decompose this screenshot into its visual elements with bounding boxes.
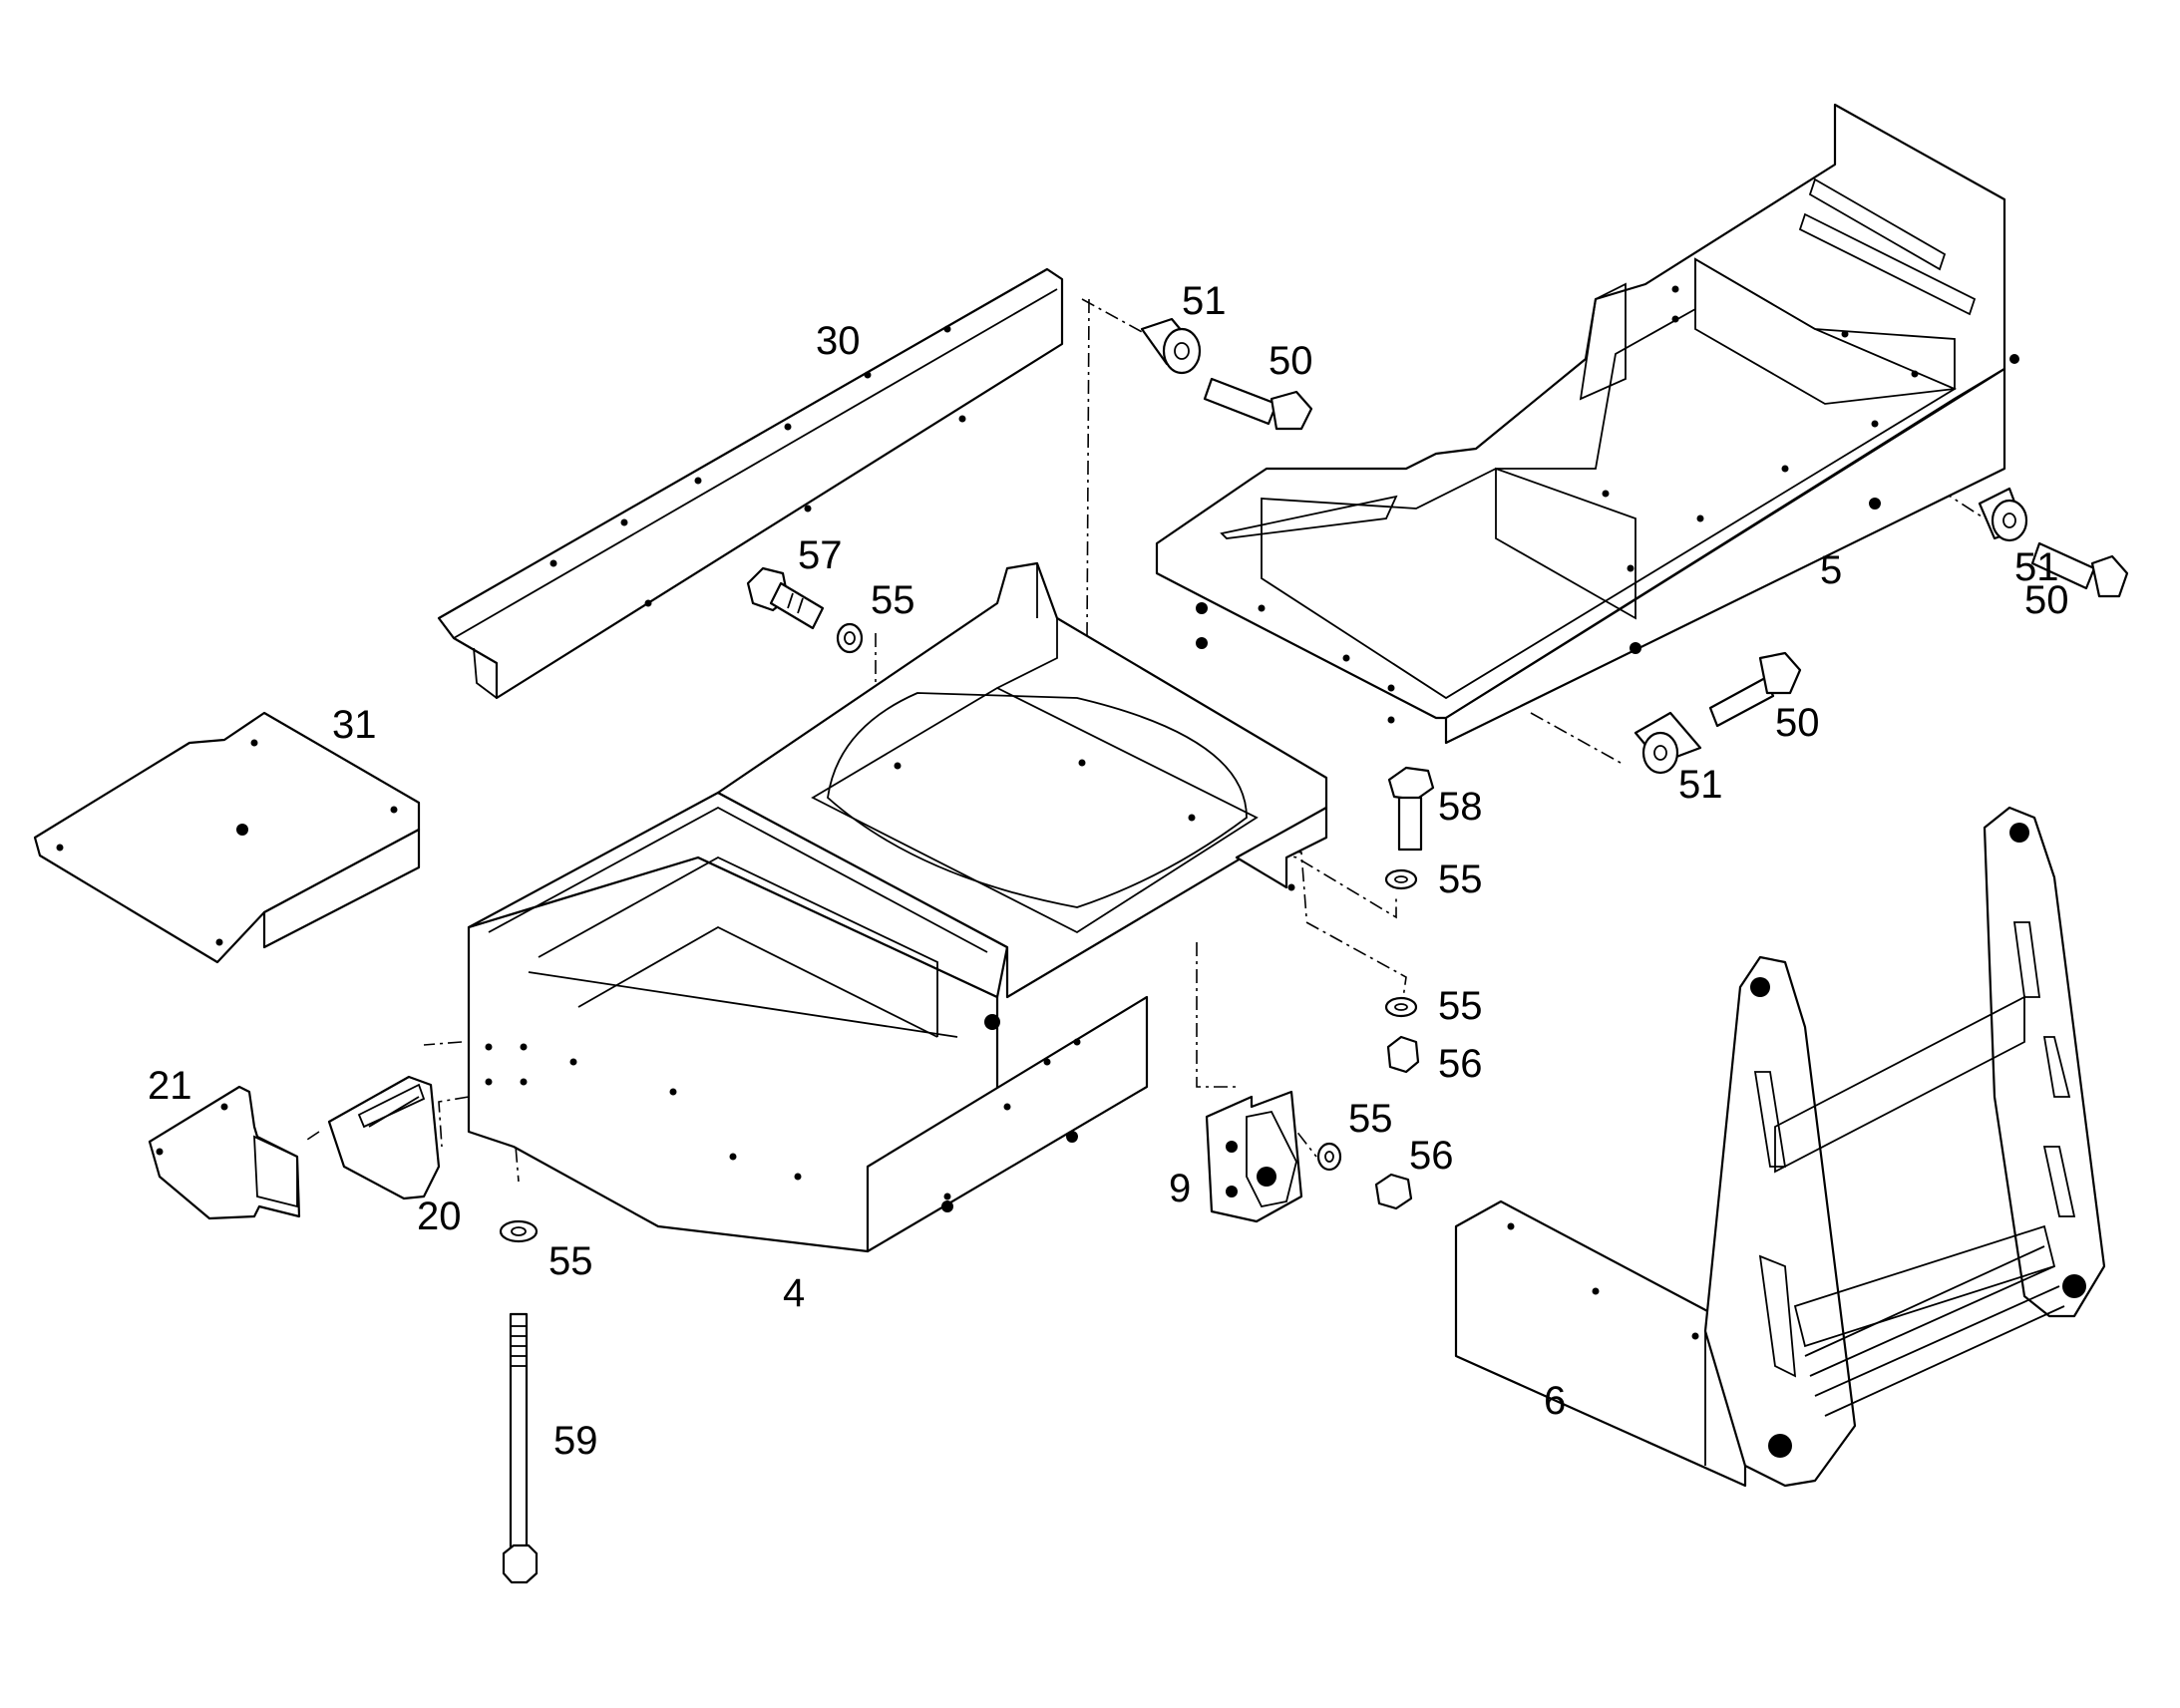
- callout-55-c: 55: [1438, 984, 1483, 1028]
- part-55-washer-b: [1384, 868, 1418, 890]
- callout-55-d: 55: [1348, 1097, 1393, 1141]
- callout-55-a: 55: [871, 578, 915, 622]
- callout-labels: 30 31 21 20 4 57 55 51 50 5 51 50 50 51 …: [148, 279, 2069, 1463]
- callout-30: 30: [816, 319, 861, 363]
- part-56-nut-b: [1374, 1173, 1413, 1210]
- callout-51-a: 51: [1182, 279, 1227, 323]
- part-58-bolt: [1387, 766, 1435, 852]
- part-51-bushing-b: [1978, 487, 2028, 542]
- part-56-nut-a: [1386, 1035, 1420, 1074]
- callout-9: 9: [1169, 1167, 1191, 1210]
- part-55-washer-a: [836, 622, 864, 654]
- part-50-bolt-c: [1708, 651, 1802, 728]
- part-57-bolt: [746, 566, 825, 630]
- callout-56-a: 56: [1438, 1042, 1483, 1086]
- callout-56-b: 56: [1409, 1134, 1454, 1178]
- callout-55-e: 55: [548, 1239, 593, 1283]
- part-51-bushing-a: [1140, 317, 1202, 375]
- part-55-washer-d: [1316, 1142, 1342, 1172]
- callout-5: 5: [1820, 548, 1842, 592]
- part-4-main-frame: [467, 561, 1328, 1253]
- callout-57: 57: [798, 533, 843, 577]
- callout-50-a: 50: [1269, 339, 1313, 383]
- callout-55-b: 55: [1438, 857, 1483, 901]
- part-50-bolt-b: [2030, 541, 2129, 598]
- callout-51-c: 51: [1678, 763, 1723, 807]
- part-9-hinge-bracket: [1205, 1090, 1303, 1223]
- part-6-step-assembly: [1454, 806, 2106, 1488]
- part-51-bushing-c: [1634, 711, 1702, 775]
- callout-20: 20: [417, 1195, 462, 1238]
- part-5-rear-frame: [1155, 103, 2019, 745]
- part-21-side-bracket: [148, 1085, 301, 1220]
- callout-21: 21: [148, 1064, 192, 1108]
- part-55-washer-e: [499, 1219, 539, 1243]
- callout-50-b: 50: [2024, 578, 2069, 622]
- callout-51-b: 51: [2014, 545, 2059, 589]
- callout-59: 59: [553, 1419, 598, 1463]
- callout-58: 58: [1438, 785, 1483, 829]
- part-59-long-bolt: [502, 1312, 539, 1584]
- callout-4: 4: [783, 1271, 805, 1315]
- callout-31: 31: [332, 703, 377, 747]
- part-30-angle-rail: [437, 267, 1064, 700]
- part-31-cover-plate: [33, 711, 421, 964]
- part-55-washer-c: [1384, 996, 1418, 1018]
- callout-6: 6: [1544, 1379, 1566, 1423]
- part-20-hinge-plate: [327, 1075, 441, 1200]
- part-50-bolt-a: [1203, 377, 1313, 431]
- callout-50-c: 50: [1775, 701, 1820, 745]
